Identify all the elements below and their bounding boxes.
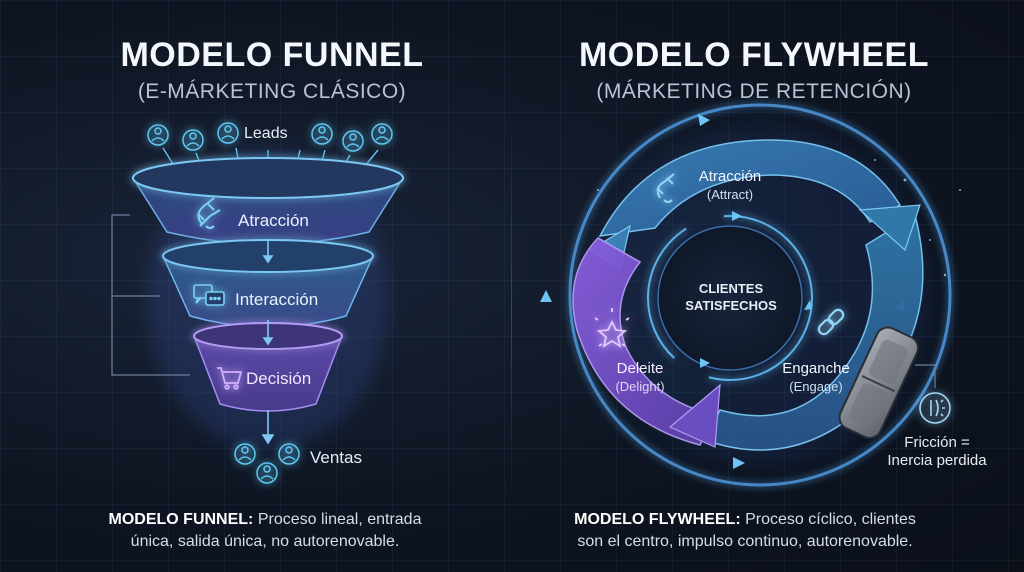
background-stars	[597, 159, 961, 277]
shopping-cart-icon	[217, 367, 243, 390]
segment-delight	[572, 237, 717, 446]
friction-bracket	[915, 364, 936, 388]
magnet-icon	[197, 197, 221, 229]
funnel-diagram	[111, 122, 405, 484]
flywheel-diagram	[540, 103, 961, 487]
stage-label-decision: Decisión	[246, 369, 312, 388]
segment-label-engage: Enganche (Engage)	[782, 360, 850, 394]
hub-label: CLIENTES SATISFECHOS	[685, 281, 777, 313]
funnel-bracket	[111, 214, 190, 376]
user-icon-sale-1	[234, 443, 256, 465]
sales-user-icons	[234, 443, 300, 484]
user-icon-6	[371, 123, 393, 145]
magnet-icon-flywheel	[656, 173, 675, 203]
flywheel-subtitle: (MÁRKETING DE RETENCIÓN)	[596, 80, 912, 103]
center-divider	[511, 120, 512, 500]
friction-label: Fricción = Inercia perdida	[887, 434, 987, 469]
sales-label: Ventas	[310, 448, 362, 467]
segment-label-attract: Atracción (Attract)	[698, 168, 762, 202]
funnel-band-attraction	[131, 157, 405, 245]
chain-link-icon	[817, 308, 845, 336]
stage-label-interaction: Interacción	[235, 290, 319, 309]
outer-ring	[568, 103, 952, 487]
stage-arrows	[261, 240, 275, 445]
lead-user-icons	[147, 122, 393, 152]
user-icon-4	[311, 123, 333, 145]
hub-circle	[657, 225, 803, 371]
user-icon-5	[342, 130, 364, 152]
user-icon-sale-2	[278, 443, 300, 465]
leads-label: Leads	[244, 125, 288, 142]
segment-attract	[598, 139, 902, 237]
user-icon-3	[217, 122, 239, 144]
flywheel-caption: MODELO FLYWHEEL: Proceso cíclico, client…	[574, 511, 916, 550]
user-icon-1	[147, 124, 169, 146]
user-icon-sale-3	[256, 462, 278, 484]
sparkle-star-icon	[594, 308, 630, 348]
chat-bubbles-icon	[193, 284, 225, 306]
stage-label-attraction: Atracción	[238, 211, 309, 230]
friction-indicator-icon	[919, 392, 951, 424]
flywheel-title: MODELO FLYWHEEL	[578, 36, 930, 74]
funnel-subtitle: (E-MÁRKETING CLÁSICO)	[137, 80, 407, 103]
segment-label-delight: Deleite (Delight)	[615, 360, 665, 394]
brake-pad-icon	[838, 326, 919, 439]
funnel-title: MODELO FUNNEL	[120, 36, 424, 74]
user-icon-2	[182, 129, 204, 151]
funnel-caption: MODELO FUNNEL: Proceso lineal, entrada ú…	[108, 511, 422, 550]
